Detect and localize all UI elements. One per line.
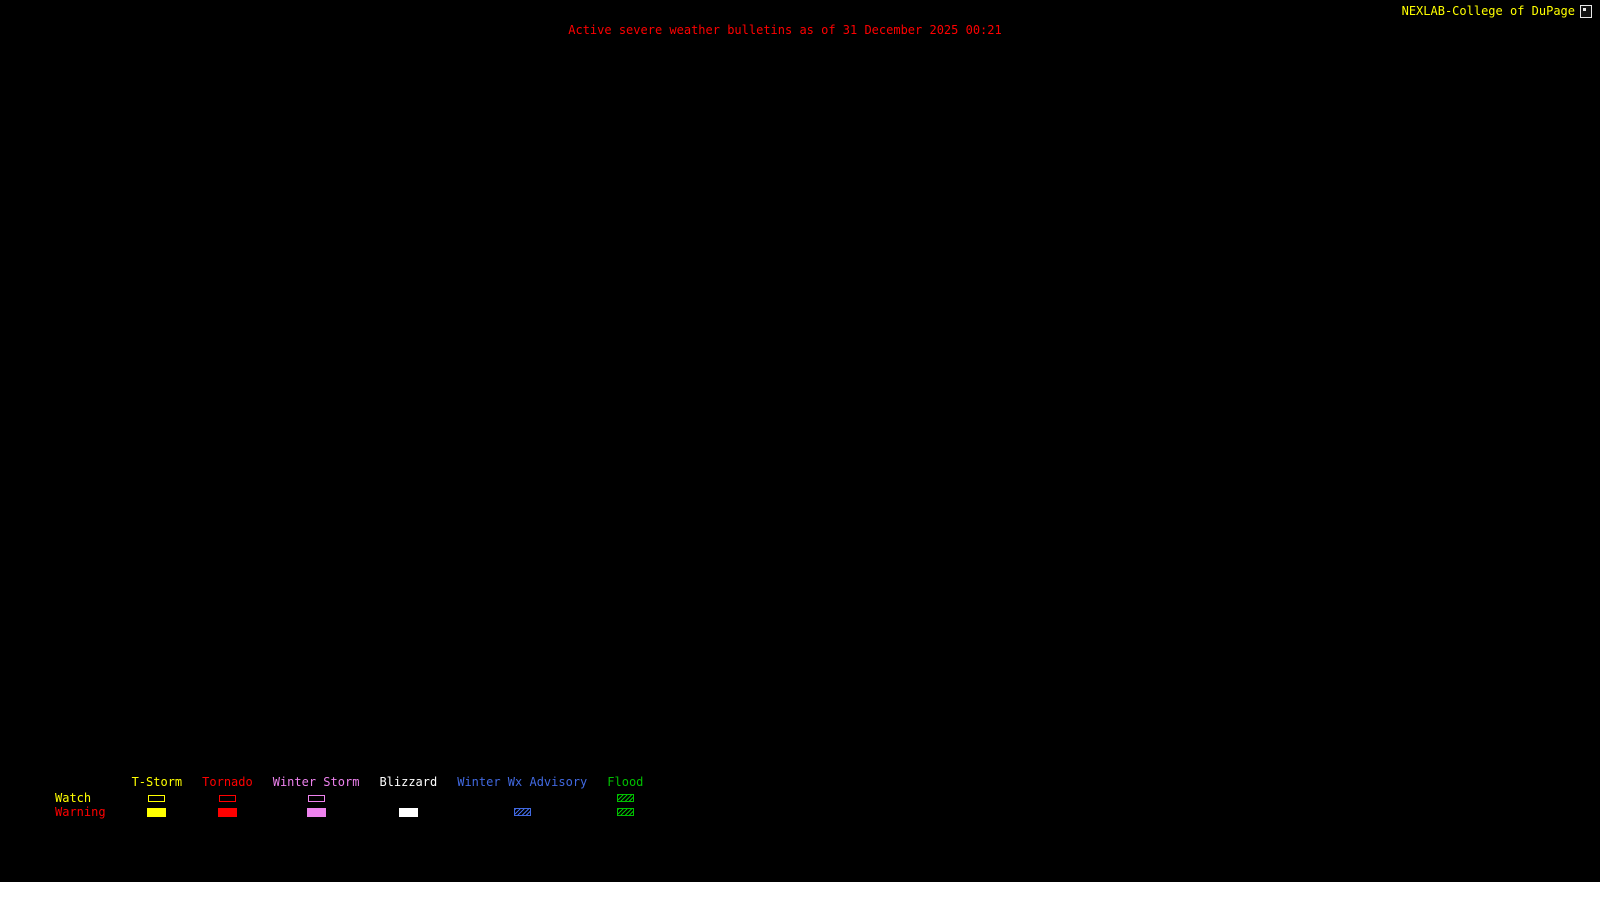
legend-category-label: Winter Storm	[272, 775, 360, 789]
legend-category-label: Tornado	[202, 775, 253, 789]
legend-category-winter-wx-advisory: Winter Wx Advisory	[457, 776, 587, 819]
legend-swatch-slot	[306, 805, 326, 819]
legend-swatch-slot	[513, 805, 531, 819]
winter-storm-warning-swatch	[306, 807, 326, 817]
flood-watch-swatch	[616, 794, 634, 802]
legend-category-blizzard: Blizzard	[379, 776, 437, 819]
legend-watch-label: Watch	[55, 791, 92, 805]
tornado-watch-swatch	[218, 794, 236, 802]
legend-category-label: T-Storm	[131, 775, 183, 789]
legend-category-label: Flood	[607, 775, 644, 789]
legend-categories: T-Storm Tornado Winter Storm Blizzard Winter…	[132, 776, 664, 819]
legend-swatch-slot	[400, 791, 417, 805]
legend-category-tornado: Tornado	[202, 776, 253, 819]
map-title: Active severe weather bulletins as of 31…	[568, 23, 1002, 37]
legend-swatch-slot	[147, 805, 167, 819]
legend-swatch-slot	[514, 791, 531, 805]
flood-warning-swatch	[616, 808, 634, 816]
legend-swatch-slot	[616, 791, 634, 805]
legend-category-winter-storm: Winter Storm	[272, 775, 360, 819]
legend-category-label: Blizzard	[379, 775, 438, 789]
tornado-warning-swatch	[217, 807, 237, 817]
nexlab-logo-icon	[1580, 4, 1592, 18]
legend-swatch-slot	[218, 791, 236, 805]
legend-row-labels-spacer	[55, 776, 106, 791]
legend-swatch-slot	[398, 805, 418, 819]
winter-storm-watch-swatch	[307, 794, 325, 802]
legend-category-flood: Flood	[607, 776, 643, 819]
legend-swatch-slot	[217, 805, 237, 819]
page-background-strip	[0, 882, 1600, 900]
blizzard-warning-swatch	[398, 807, 418, 817]
winter-wx-advisory-warning-swatch	[513, 808, 531, 816]
legend-warning-label: Warning	[55, 805, 106, 819]
brand-text: NEXLAB-College of DuPage	[1401, 4, 1575, 18]
legend-swatch-slot	[616, 805, 634, 819]
legend-swatch-slot	[148, 791, 166, 805]
t-storm-warning-swatch	[147, 807, 167, 817]
legend-category-label: Winter Wx Advisory	[457, 775, 588, 789]
legend-category-t-storm: T-Storm	[131, 775, 183, 819]
legend-swatch-slot	[307, 791, 325, 805]
brand: NEXLAB-College of DuPage	[1402, 4, 1592, 18]
legend-row-labels: Watch Warning	[55, 776, 106, 819]
t-storm-watch-swatch	[148, 794, 166, 802]
legend: Watch Warning T-Storm Tornado Winter Storm…	[55, 776, 664, 820]
